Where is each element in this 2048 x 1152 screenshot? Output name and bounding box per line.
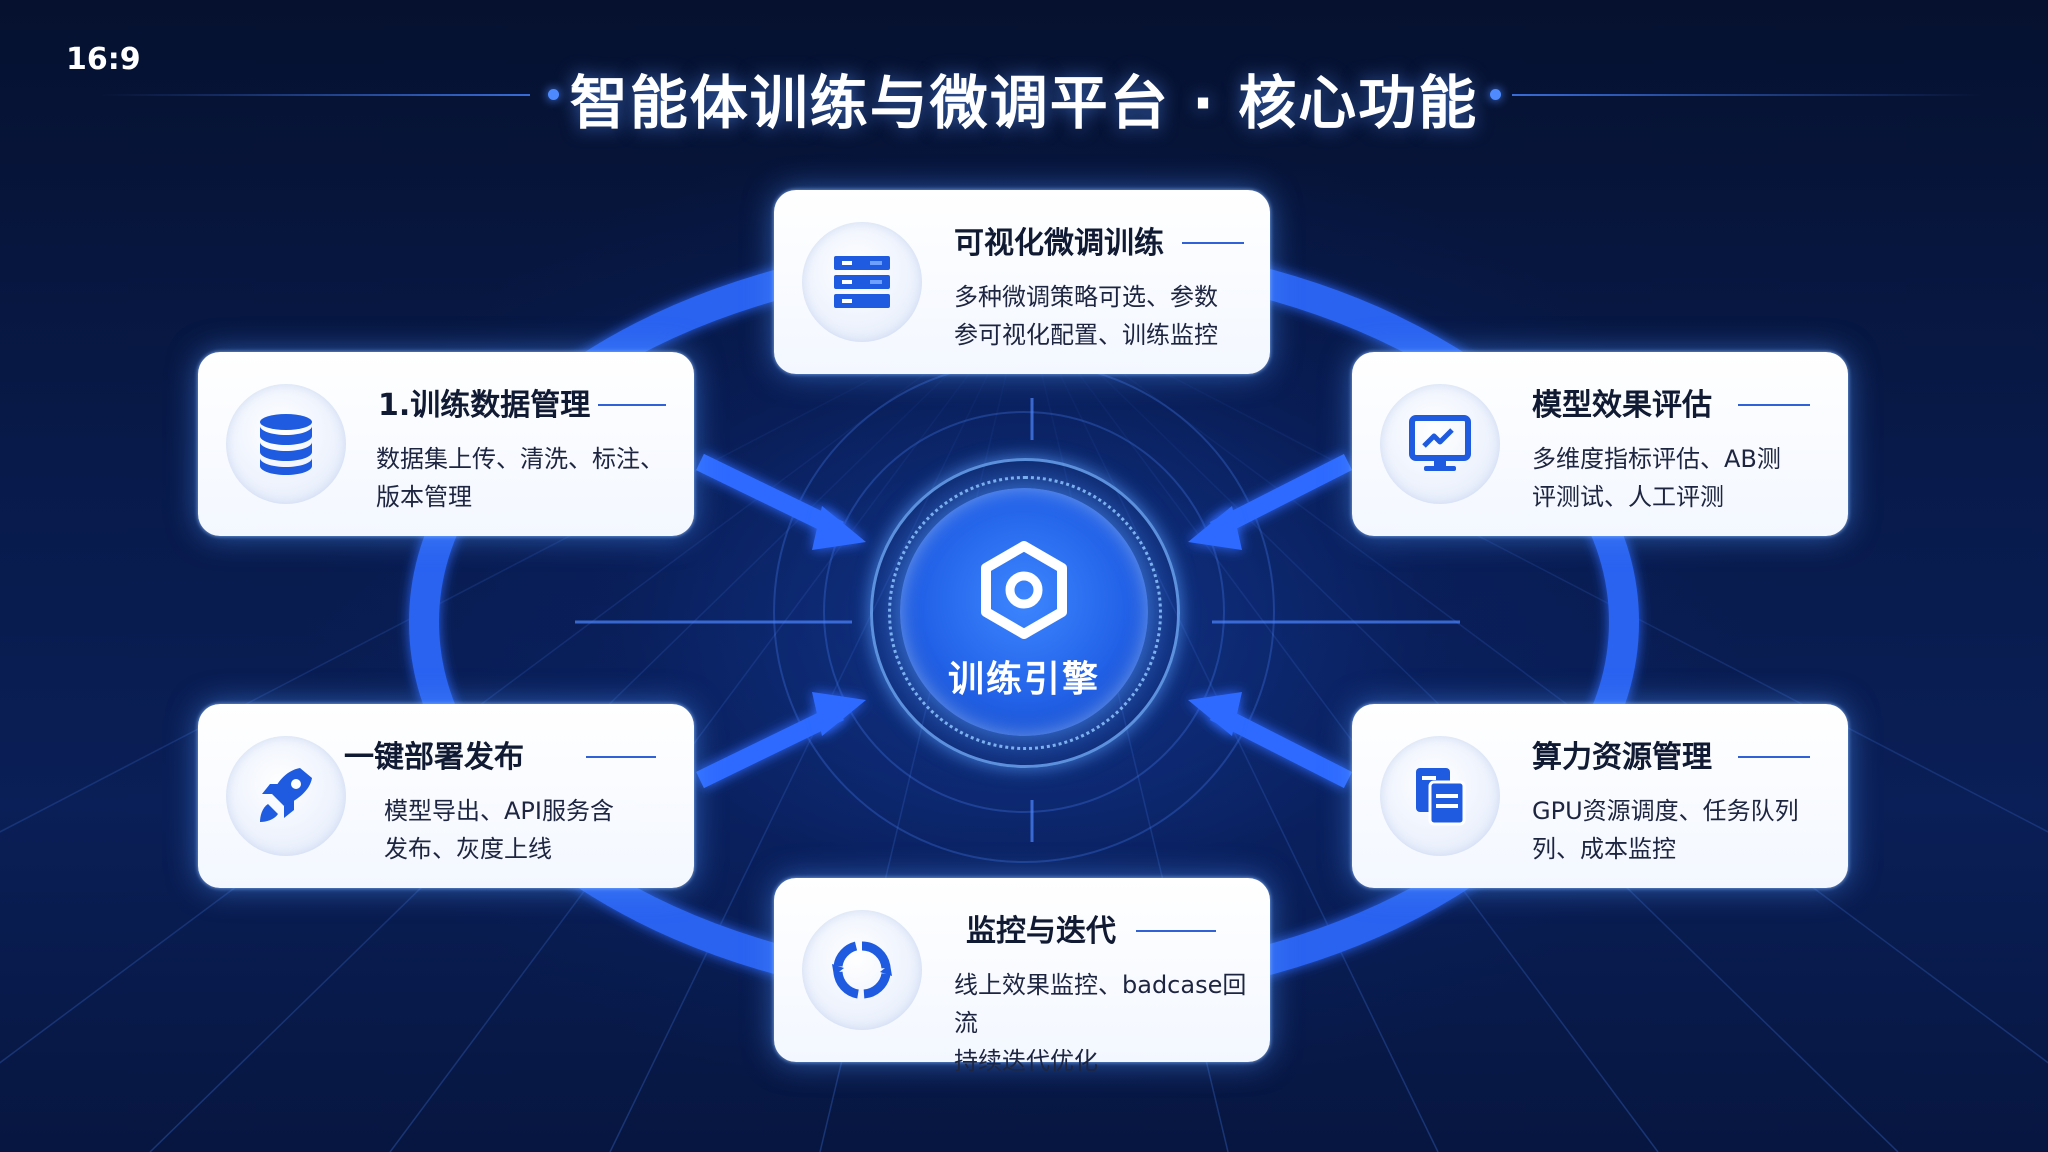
card-desc-line: 多维度指标评估、AB测 [1532, 445, 1781, 473]
engine-label: 训练引擎 [947, 659, 1100, 700]
engine-crosshairs [575, 398, 1460, 842]
arrow-from-data [696, 453, 844, 539]
card-title-rule [598, 404, 666, 406]
card-title-rule [1738, 404, 1810, 406]
card-desc-line: 多种微调策略可选、参数 [954, 283, 1218, 311]
card-title: 可视化微调训练 [954, 226, 1164, 261]
server-rack-icon [834, 256, 890, 308]
card-desc-line: GPU资源调度、任务队列 [1532, 797, 1799, 825]
arrowhead-compute [1188, 692, 1242, 736]
card-icon-badge [226, 384, 346, 504]
card-description: 模型导出、API服务含 发布、灰度上线 [384, 792, 684, 868]
title-rule-left [100, 94, 530, 96]
card-compute-management: 算力资源管理 GPU资源调度、任务队列 列、成本监控 [1352, 704, 1848, 888]
card-icon-badge [802, 910, 922, 1030]
refresh-cycle-icon [832, 941, 892, 999]
card-title: 监控与迭代 [966, 914, 1116, 949]
engine-dotted-ring [888, 476, 1162, 750]
card-desc-line: 数据集上传、清洗、标注、 [376, 445, 664, 473]
card-desc-line: 发布、灰度上线 [384, 835, 552, 863]
card-title: 1.训练数据管理 [378, 388, 591, 423]
card-title-rule [586, 756, 656, 758]
card-title-rule [1182, 242, 1244, 244]
arrow-from-eval [1209, 453, 1353, 539]
database-icon [260, 414, 312, 475]
card-desc-line: 版本管理 [376, 483, 472, 511]
card-icon-badge [802, 222, 922, 342]
card-one-click-deploy: 一键部署发布 模型导出、API服务含 发布、灰度上线 [198, 704, 694, 888]
card-title-rule [1738, 756, 1810, 758]
card-desc-line: 模型导出、API服务含 [384, 797, 614, 825]
card-title: 一键部署发布 [344, 740, 524, 775]
rocket-icon [260, 768, 312, 822]
card-icon-badge [226, 736, 346, 856]
hexagon-engine-icon [981, 541, 1067, 639]
engine-outer-ring [870, 458, 1180, 768]
arrow-heads [812, 506, 1242, 736]
document-stack-icon [1416, 768, 1466, 826]
page-title: 智能体训练与微调平台 · 核心功能 [569, 69, 1479, 137]
title-dot-left [548, 89, 559, 100]
card-description: 多种微调策略可选、参数 参可视化配置、训练监控 [954, 278, 1254, 354]
arrowhead-eval [1188, 506, 1242, 550]
title-bar: 智能体训练与微调平台 · 核心功能 [0, 48, 2048, 148]
card-icon-badge [1380, 384, 1500, 504]
title-dot-right [1490, 89, 1501, 100]
card-description: 数据集上传、清洗、标注、 版本管理 [376, 440, 686, 516]
card-icon-badge [1380, 736, 1500, 856]
card-monitor-iterate: 监控与迭代 线上效果监控、badcase回流 持续迭代优化 [774, 878, 1270, 1075]
card-title-rule [1136, 930, 1216, 932]
card-desc-line: 持续迭代优化 [954, 1047, 1098, 1075]
card-visual-tuning: 可视化微调训练 多种微调策略可选、参数 参可视化配置、训练监控 [774, 190, 1270, 374]
arrow-from-compute [1209, 703, 1353, 789]
card-desc-line: 列、成本监控 [1532, 835, 1676, 863]
card-description: 线上效果监控、badcase回流 持续迭代优化 [954, 966, 1266, 1080]
card-description: GPU资源调度、任务队列 列、成本监控 [1532, 792, 1832, 868]
card-desc-line: 线上效果监控、badcase回流 [954, 971, 1247, 1037]
card-data-management: 1.训练数据管理 数据集上传、清洗、标注、 版本管理 [198, 352, 694, 536]
card-desc-line: 评测试、人工评测 [1532, 483, 1724, 511]
arrow-from-deploy [696, 703, 844, 789]
arrowhead-deploy [812, 692, 866, 736]
card-title: 模型效果评估 [1532, 388, 1712, 423]
arrowhead-data [812, 506, 866, 550]
monitor-chart-icon [1409, 415, 1471, 471]
flow-arrows [696, 453, 1353, 789]
card-desc-line: 参可视化配置、训练监控 [954, 321, 1218, 349]
title-rule-right [1512, 94, 1982, 96]
training-engine-node: 训练引擎 [900, 488, 1148, 736]
aspect-ratio-label: 16:9 [66, 42, 141, 77]
card-title: 算力资源管理 [1532, 740, 1712, 775]
card-model-evaluation: 模型效果评估 多维度指标评估、AB测 评测试、人工评测 [1352, 352, 1848, 536]
card-description: 多维度指标评估、AB测 评测试、人工评测 [1532, 440, 1832, 516]
